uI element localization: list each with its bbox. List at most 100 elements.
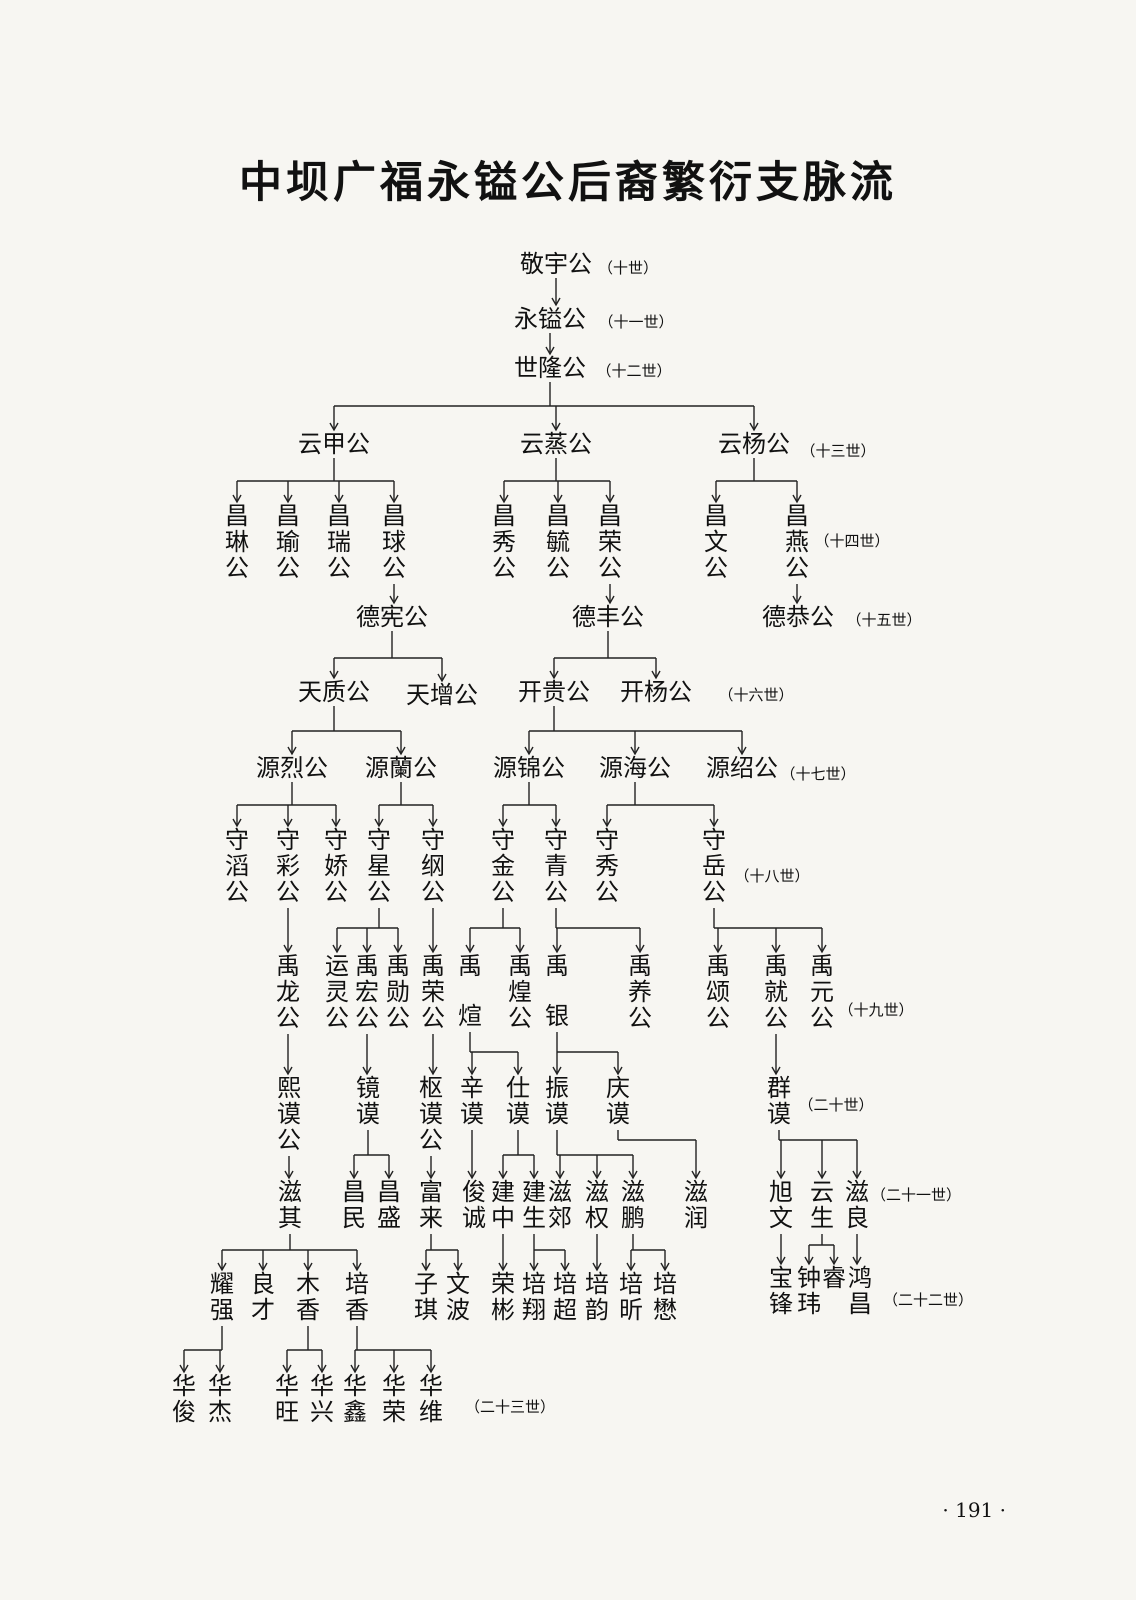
arrow-head <box>749 422 759 432</box>
person-name: 开杨公 <box>620 678 692 706</box>
person-name-char: 公 <box>810 1004 834 1032</box>
person-name-char: 守 <box>491 826 515 854</box>
arrow-head <box>283 1066 293 1076</box>
person-name-char: 守 <box>702 826 726 854</box>
person-name-char: 文 <box>704 528 728 556</box>
person-name-char: 木 <box>296 1270 320 1298</box>
arrow-head <box>332 944 342 954</box>
arrow-head <box>560 1262 570 1272</box>
person-n14: 昌文公 <box>704 502 728 582</box>
person-name-char: 昌 <box>225 502 249 530</box>
person-name-char: 生 <box>522 1204 546 1232</box>
person-n52: 辛谟 <box>460 1074 484 1128</box>
person-n40: 禹勋公 <box>386 952 410 1032</box>
person-name-char: 润 <box>684 1204 708 1232</box>
person-name: 源烈公 <box>256 754 328 782</box>
arrow-head <box>217 1262 227 1272</box>
person-n37: 禹龙公 <box>276 952 300 1032</box>
person-n35: 守秀公 <box>595 826 619 906</box>
arrow-head <box>498 818 508 828</box>
arrow-head <box>804 1256 814 1266</box>
person-n92: 华荣 <box>382 1372 406 1426</box>
person-name-char: 旺 <box>275 1398 299 1426</box>
person-name-char: 民 <box>342 1204 366 1232</box>
person-n36: 守岳公 <box>702 826 726 906</box>
person-name-char: 强 <box>210 1296 234 1324</box>
person-name-char: 纲 <box>421 852 445 880</box>
person-n70: 滋良 <box>845 1178 869 1232</box>
arrow-head <box>232 818 242 828</box>
person-name-char: 就 <box>764 978 788 1006</box>
person-name-char: 公 <box>225 554 249 582</box>
person-name-char: 秀 <box>595 852 619 880</box>
person-name-char: 华 <box>382 1372 406 1400</box>
person-n11: 昌秀公 <box>492 502 516 582</box>
person-name-char: 禹 <box>508 952 532 980</box>
generation-label: （十五世） <box>846 611 921 629</box>
arrow-head <box>711 494 721 504</box>
person-name-char: 建 <box>522 1178 546 1206</box>
arrow-head <box>660 1262 670 1272</box>
person-name-char: 公 <box>276 878 300 906</box>
person-name-char: 培 <box>553 1270 577 1298</box>
person-n34: 守青公 <box>544 826 568 906</box>
person-name-char: 子 <box>414 1270 438 1298</box>
arrow-head <box>551 297 561 307</box>
person-name-char: 华 <box>208 1372 232 1400</box>
arrow-head <box>852 1170 862 1180</box>
arrow-head <box>771 944 781 954</box>
arrow-head <box>374 818 384 828</box>
person-n19: 天质公 <box>298 678 370 706</box>
arrow-head <box>792 595 802 605</box>
person-name-char: 公 <box>421 878 445 906</box>
person-name-char: 青 <box>544 852 568 880</box>
person-name-char: 荣 <box>421 978 445 1006</box>
person-name-char: 禹 <box>545 952 569 980</box>
person-name-char: 维 <box>419 1398 443 1426</box>
generation-label: （十二世） <box>596 362 671 380</box>
arrow-head <box>771 1066 781 1076</box>
person-name-char: 守 <box>421 826 445 854</box>
person-name-char: 琪 <box>414 1296 438 1324</box>
person-name-char: 滔 <box>225 852 249 880</box>
person-n89: 华旺 <box>275 1372 299 1426</box>
person-n47: 禹就公 <box>764 952 788 1032</box>
person-name-char: 公 <box>764 1004 788 1032</box>
generation-label: （十三世） <box>800 442 875 460</box>
person-name-char: 昌 <box>327 502 351 530</box>
arrow-head <box>396 746 406 756</box>
person-name-char: 公 <box>276 1004 300 1032</box>
person-name-char: 公 <box>508 1004 532 1032</box>
person-name-char: 昌 <box>848 1290 872 1318</box>
arrow-head <box>817 1170 827 1180</box>
arrow-head <box>691 1170 701 1180</box>
person-name-char: 玮 <box>797 1290 821 1318</box>
person-n21: 开贵公 <box>518 678 590 706</box>
arrow-head <box>592 1170 602 1180</box>
generation-label: （二十三世） <box>465 1398 555 1416</box>
person-n54: 振谟 <box>545 1074 569 1128</box>
person-name-char: 公 <box>628 1004 652 1032</box>
person-name-char: 翔 <box>522 1296 546 1324</box>
person-n20: 天增公 <box>406 681 478 709</box>
person-name-char: 昌 <box>382 502 406 530</box>
person-name-char: 培 <box>619 1270 643 1298</box>
person-n38: 运灵公 <box>325 952 349 1032</box>
person-n17: 德丰公 <box>572 603 644 631</box>
arrow-head <box>428 1066 438 1076</box>
person-name-char: 昌 <box>598 502 622 530</box>
arrow-head <box>829 1256 839 1266</box>
person-name-char: 谟 <box>460 1100 484 1128</box>
person-name-char: 岳 <box>702 852 726 880</box>
person-name-char: 昌 <box>785 502 809 530</box>
person-name-char: 元 <box>810 978 834 1006</box>
arrow-head <box>352 1262 362 1272</box>
person-n33: 守金公 <box>491 826 515 906</box>
arrow-head <box>467 1066 477 1076</box>
person-name: 开贵公 <box>518 678 590 706</box>
person-name-char: 瑜 <box>276 528 300 556</box>
arrow-head <box>467 1170 477 1180</box>
person-name-char: 昌 <box>276 502 300 530</box>
person-n31: 守星公 <box>367 826 391 906</box>
